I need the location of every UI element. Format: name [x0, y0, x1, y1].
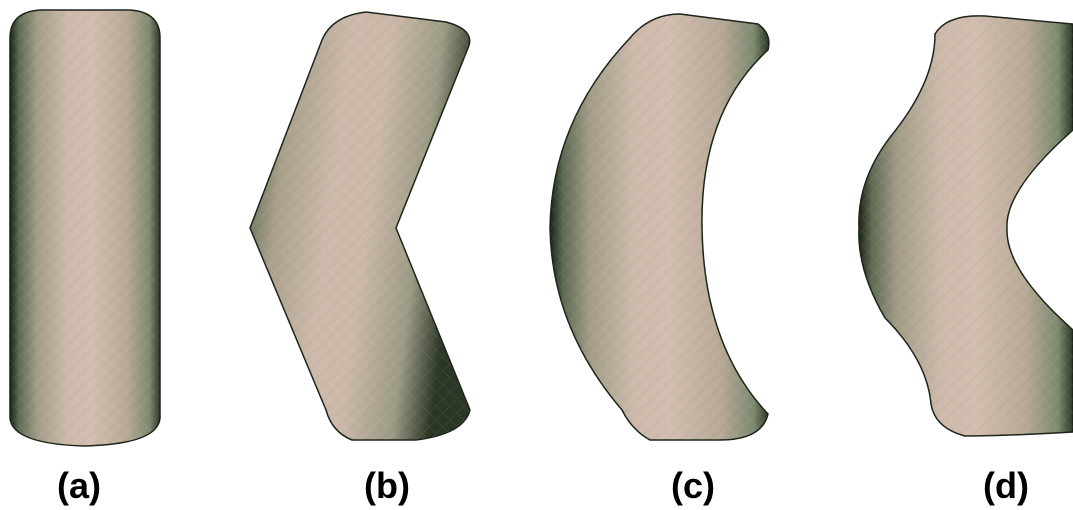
panel-c	[540, 0, 780, 460]
panel-d	[855, 0, 1073, 460]
panel-b	[240, 0, 480, 460]
straight-cylinder-shape	[0, 0, 170, 460]
caption-b: (b)	[347, 466, 427, 506]
caption-a: (a)	[39, 466, 119, 506]
s-curved-cylinder-shape	[855, 0, 1073, 460]
caption-c: (c)	[653, 466, 733, 506]
bent-cylinder-shape	[240, 0, 480, 460]
panel-a	[0, 0, 170, 460]
caption-d: (d)	[966, 466, 1046, 506]
curved-cylinder-shape	[540, 0, 780, 460]
